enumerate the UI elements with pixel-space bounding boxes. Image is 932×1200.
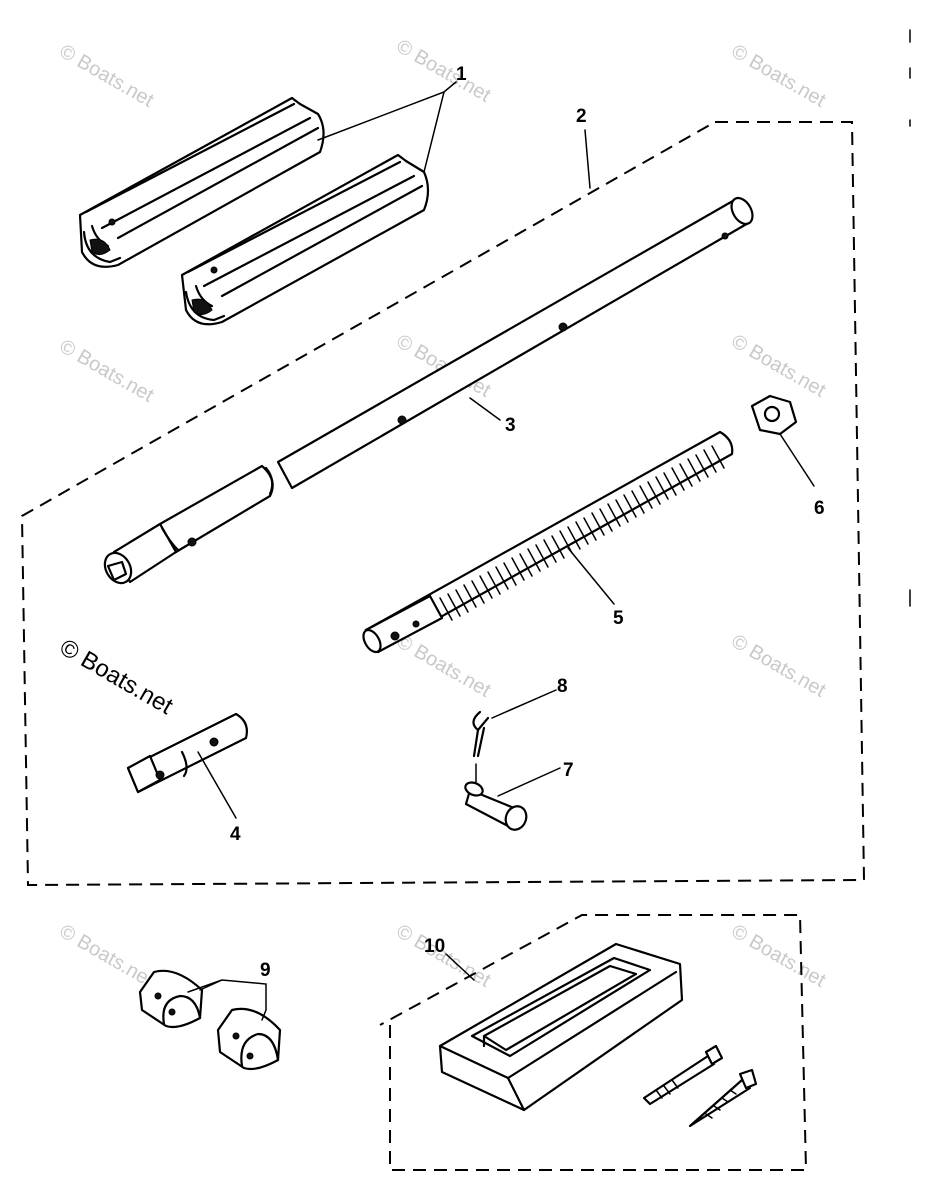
watermark: © Boats.net bbox=[728, 40, 830, 112]
part-3-tube bbox=[103, 196, 754, 585]
part-7-clevis-pin bbox=[464, 763, 528, 831]
leader-5 bbox=[567, 547, 615, 605]
leader-7 bbox=[497, 767, 561, 797]
watermark: © Boats.net bbox=[393, 630, 495, 702]
leader-8 bbox=[491, 689, 557, 719]
part-5-threaded-rod bbox=[362, 430, 734, 654]
watermark: © Boats.net bbox=[56, 40, 158, 112]
part-6-nut bbox=[750, 394, 798, 436]
watermark: © Boats.net bbox=[728, 330, 830, 402]
watermark-prominent: © Boats.net bbox=[55, 634, 178, 720]
leader-4 bbox=[197, 751, 237, 819]
callout-3: 3 bbox=[505, 415, 516, 436]
watermark: © Boats.net bbox=[728, 920, 830, 992]
part-10-screw-long bbox=[642, 1044, 724, 1106]
callout-6: 6 bbox=[814, 498, 825, 519]
leader-3 bbox=[469, 397, 501, 421]
leader-2 bbox=[584, 129, 591, 189]
part-9-clip-right bbox=[216, 1007, 282, 1071]
callout-9: 9 bbox=[260, 960, 271, 981]
part-10-screw-short bbox=[688, 1068, 758, 1128]
part-8-cotter-pin bbox=[472, 710, 490, 758]
part-1-liner-lower bbox=[180, 153, 430, 326]
leader-6 bbox=[779, 433, 815, 487]
leader-10 bbox=[445, 953, 475, 981]
callout-4: 4 bbox=[230, 824, 241, 845]
watermark: © Boats.net bbox=[56, 335, 158, 407]
part-4-pin-shaft bbox=[126, 712, 248, 794]
group-box-10 bbox=[379, 914, 808, 1171]
leader-9 bbox=[187, 979, 267, 1021]
watermark: © Boats.net bbox=[56, 920, 158, 992]
group-box-2 bbox=[20, 121, 866, 887]
watermark: © Boats.net bbox=[728, 630, 830, 702]
callout-7: 7 bbox=[563, 760, 574, 781]
callout-10: 10 bbox=[424, 936, 445, 957]
part-10-pad bbox=[438, 942, 684, 1112]
part-1-liner-upper bbox=[78, 96, 325, 268]
part-9-clip-left bbox=[138, 969, 204, 1029]
callout-1: 1 bbox=[456, 64, 467, 85]
leader-1 bbox=[317, 81, 457, 173]
callout-2: 2 bbox=[576, 106, 587, 127]
callout-5: 5 bbox=[613, 608, 624, 629]
callout-8: 8 bbox=[557, 676, 568, 697]
